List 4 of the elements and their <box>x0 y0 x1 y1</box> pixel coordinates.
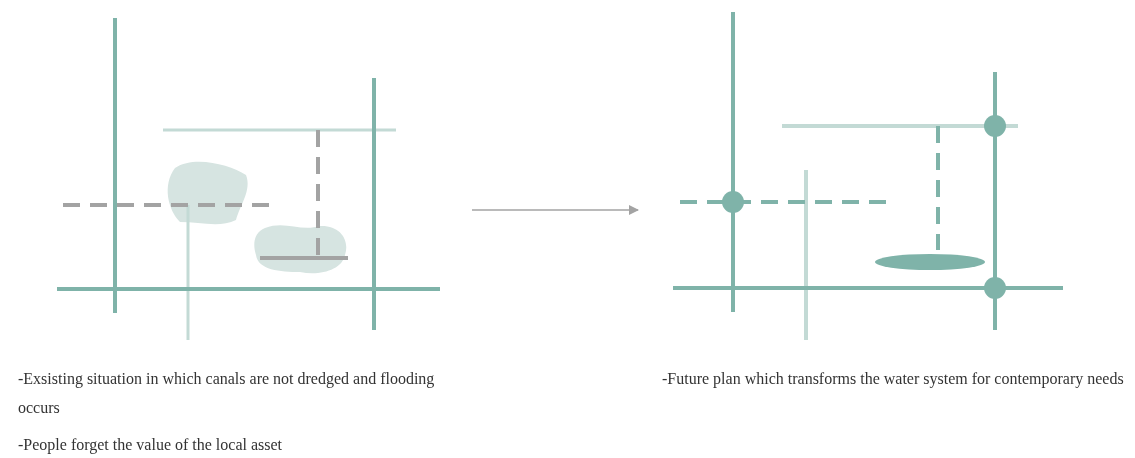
caption-text: -Future plan which transforms the water system for contemporary needs <box>662 369 1125 390</box>
caption-text: -Exsisting situation in which canals are not dredged and flooding occurs <box>18 369 436 418</box>
caption-text: -People forget the value of the local asset <box>18 435 284 456</box>
arrow <box>471 205 639 215</box>
